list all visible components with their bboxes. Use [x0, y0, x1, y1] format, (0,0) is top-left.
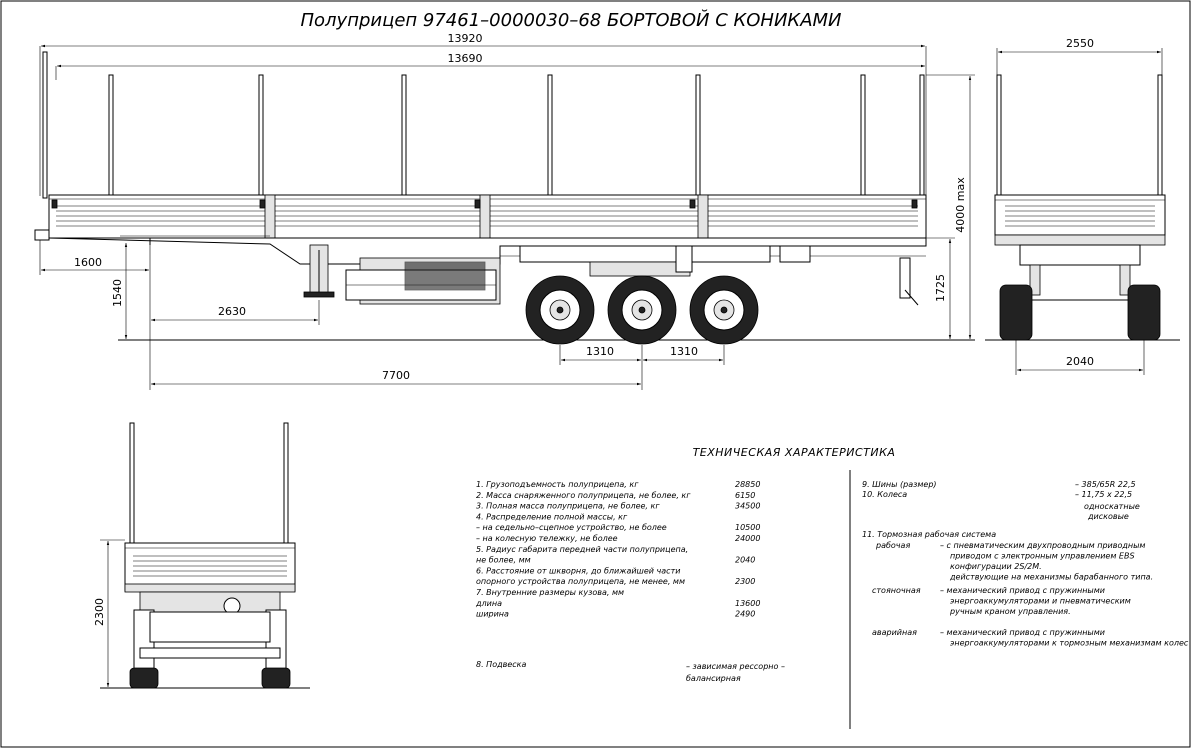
dim-max-height: 4000 max: [954, 177, 967, 233]
dim-track-width: 2040: [1066, 355, 1094, 368]
dim-leg-distance: 2630: [218, 305, 246, 318]
stake: [42, 51, 48, 199]
side-stakes: [42, 51, 925, 199]
wheel: [999, 284, 1033, 341]
dim-kingpin-to-axles: 7700: [382, 369, 410, 382]
spec-label: 2. Масса снаряженного полуприцепа, не бо…: [476, 491, 691, 500]
side-view: 13920 13690 1600 1540 2630 1310 1310 770…: [34, 32, 975, 390]
spec-value: 13600: [735, 599, 760, 608]
spec-value: 2040: [735, 556, 755, 565]
brake-type: рабочая: [875, 541, 910, 550]
spec-label: 1. Грузоподъемность полуприцепа, кг: [476, 480, 639, 489]
dim-kingpin-height: 1540: [111, 279, 124, 307]
spec-value: 34500: [735, 502, 760, 511]
spec-label: 4. Распределение полной массы, кг: [476, 512, 628, 521]
brake-desc: – механический привод с пружинными: [940, 586, 1105, 595]
specs-left-list: 1. Грузоподъемность полуприцепа, кг 28850…: [475, 480, 760, 619]
spec-label: опорного устройства полуприцепа, не мене…: [476, 577, 685, 586]
stake: [283, 422, 289, 546]
dim-body-length: 13690: [448, 52, 483, 65]
brake-type: аварийная: [872, 628, 917, 637]
brakes-list: рабочая – с пневматическим двухпроводным …: [872, 541, 1189, 648]
stake: [695, 74, 701, 197]
side-boards: [48, 194, 927, 239]
spec-value: 2490: [735, 610, 755, 619]
brake-desc: приводом с электронным управлением EBS: [950, 552, 1135, 561]
specs-block: ТЕХНИЧЕСКАЯ ХАРАКТЕРИСТИКА 1. Грузоподъе…: [475, 446, 1189, 729]
brake-desc: конфигурации 2S/2M.: [950, 562, 1042, 571]
tires-label: 9. Шины (размер): [862, 480, 937, 489]
suspension-value: балансирная: [686, 674, 741, 683]
spec-label: ширина: [476, 610, 509, 619]
side-chassis: [34, 229, 927, 306]
wheels-value: – 11,75 х 22,5: [1075, 490, 1132, 499]
brake-type: стояночная: [872, 586, 921, 595]
dim-overall-length: 13920: [448, 32, 483, 45]
rear-view: 2300: [93, 422, 310, 689]
stake: [1157, 74, 1163, 198]
stake: [919, 74, 925, 197]
wheel: [525, 275, 595, 345]
wheel: [1127, 284, 1161, 341]
spec-label: не более, мм: [476, 556, 531, 565]
wheel: [129, 667, 159, 689]
wheel: [607, 275, 677, 345]
dim-rear-height: 2300: [93, 598, 106, 626]
spec-label: 5. Радиус габарита передней части полупр…: [476, 545, 688, 554]
specs-heading: ТЕХНИЧЕСКАЯ ХАРАКТЕРИСТИКА: [693, 446, 896, 459]
spec-label: 6. Расстояние от шкворня, до ближайшей ч…: [476, 566, 680, 575]
side-dimensions: 13920 13690 1600 1540 2630 1310 1310 770…: [39, 32, 975, 390]
spec-label: 7. Внутренние размеры кузова, мм: [476, 588, 624, 597]
spec-label: – на колесную тележку, не более: [476, 534, 618, 543]
stake: [860, 74, 866, 197]
stake: [258, 74, 264, 197]
brake-desc: – с пневматическим двухпроводным приводн…: [940, 541, 1145, 550]
brakes-label: 11. Тормозная рабочая система: [862, 530, 996, 539]
spec-label: 3. Полная масса полуприцепа, не более, к…: [476, 502, 660, 511]
dim-overall-width: 2550: [1066, 37, 1094, 50]
wheel: [261, 667, 291, 689]
wheel: [689, 275, 759, 345]
side-wheels: [525, 275, 759, 345]
front-view: 2550 2040: [985, 37, 1180, 375]
drawing-title: Полуприцеп 97461–0000030–68 БОРТОВОЙ С К…: [300, 9, 841, 31]
brake-desc: – механический привод с пружинными: [940, 628, 1105, 637]
spec-value: 10500: [735, 523, 760, 532]
tires-value: – 385/65R 22,5: [1075, 480, 1136, 489]
spec-value: 28850: [735, 480, 760, 489]
stake: [996, 74, 1002, 198]
dim-platform-height: 1725: [934, 274, 947, 302]
spec-value: 24000: [735, 534, 760, 543]
spec-value: 6150: [735, 491, 755, 500]
brake-desc: ручным краном управления.: [949, 607, 1071, 616]
suspension-label: 8. Подвеска: [476, 660, 526, 669]
spec-value: 2300: [735, 577, 755, 586]
stake: [401, 74, 407, 197]
suspension-value: – зависимая рессорно –: [686, 662, 785, 671]
brake-desc: действующие на механизмы барабанного тип…: [949, 573, 1153, 582]
wheels-value: дисковые: [1087, 512, 1129, 521]
stake: [108, 74, 114, 197]
spec-label: длина: [475, 599, 502, 608]
brake-desc: энергоаккумуляторами к тормозным механиз…: [950, 639, 1189, 648]
brake-desc: энергоаккумуляторами и пневматическим: [950, 597, 1131, 606]
wheels-label: 10. Колеса: [862, 490, 907, 499]
spec-label: – на седельно–сцепное устройство, не бол…: [476, 523, 667, 532]
dim-front-overhang: 1600: [74, 256, 102, 269]
dim-axle-spacing-1: 1310: [586, 345, 614, 358]
dim-axle-spacing-2: 1310: [670, 345, 698, 358]
stake: [129, 422, 135, 546]
wheels-value: односкатные: [1084, 502, 1140, 511]
stake: [547, 74, 553, 197]
